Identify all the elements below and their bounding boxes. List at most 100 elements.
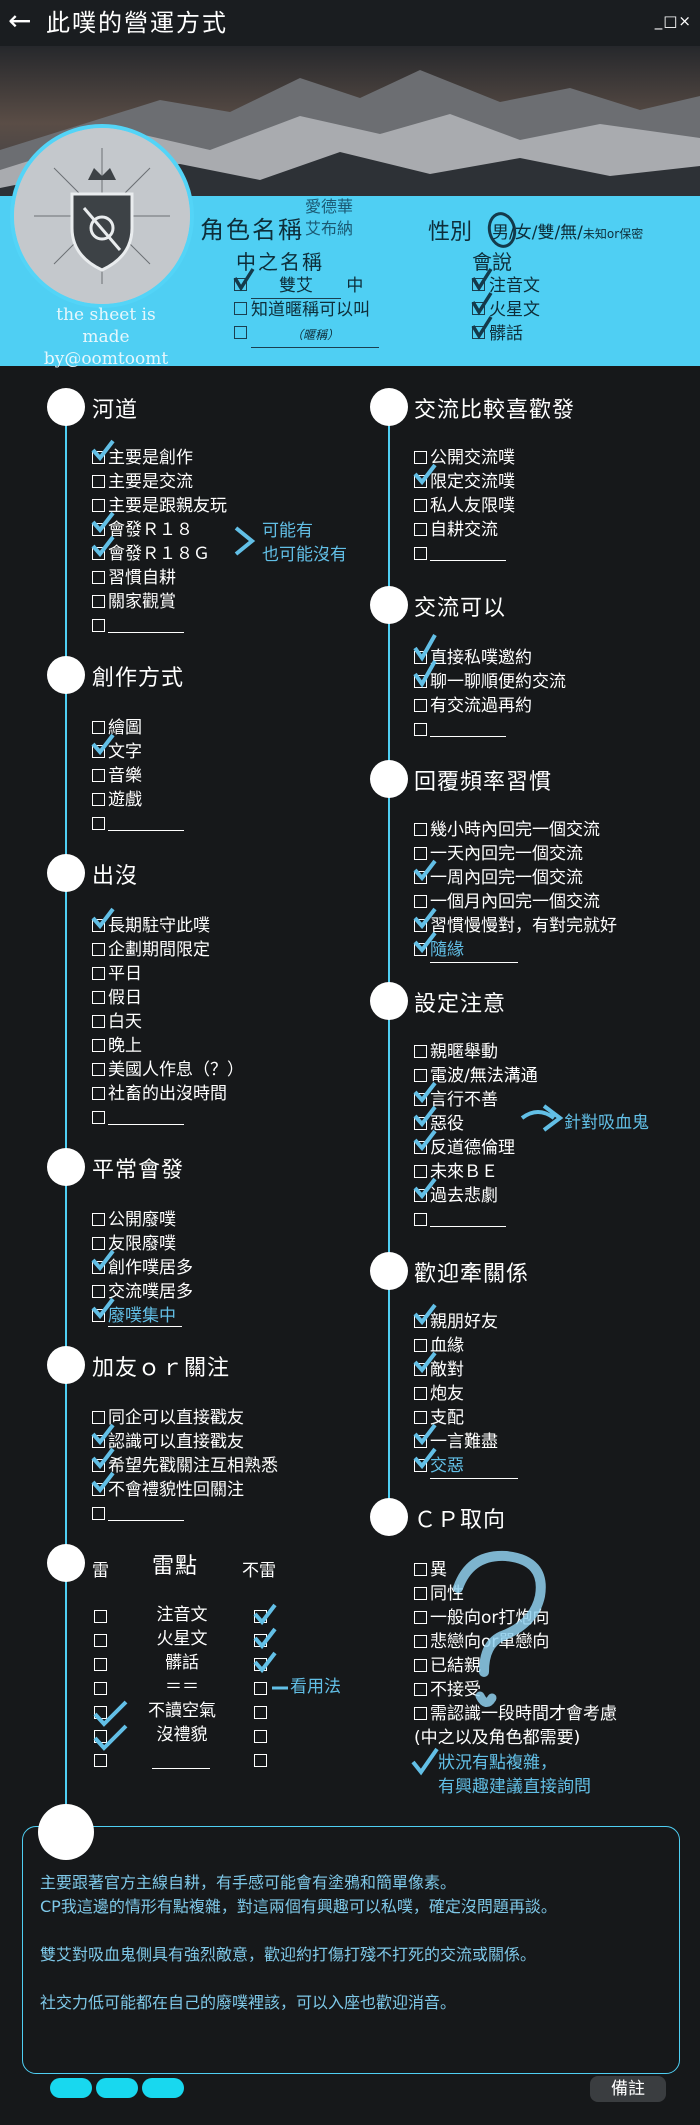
item-label: 長期駐守此噗 xyxy=(108,916,210,936)
item-label: 公開交流噗 xyxy=(430,448,515,468)
section-dot xyxy=(370,982,408,1020)
check-mark-icon xyxy=(91,1447,115,1470)
dash-icon xyxy=(272,1686,288,1690)
check-mark-icon xyxy=(91,1297,115,1320)
chinese-name-row: 雙艾 中 xyxy=(234,274,363,299)
item-label: 過去悲劇 xyxy=(430,1186,498,1206)
item-label: 公開廢噗 xyxy=(108,1210,176,1230)
item-label: 交惡 xyxy=(430,1454,518,1479)
note-line-1: 主要跟著官方主線自耕，有手感可能會有塗鴉和簡單像素。 xyxy=(40,1873,457,1892)
no-trap-checkbox[interactable] xyxy=(254,1682,267,1695)
list-item: 親朋好友 xyxy=(414,1310,498,1334)
item-label: 平日 xyxy=(108,964,142,984)
item-label: 遊戲 xyxy=(108,790,142,810)
check-mark-icon xyxy=(411,1747,439,1776)
check-mark-icon xyxy=(253,1627,277,1650)
cp-note-2: 有興趣建議直接詢問 xyxy=(438,1777,591,1797)
remark-button[interactable]: 備註 xyxy=(590,2076,666,2102)
list-item: 一天內回完一個交流 xyxy=(414,842,583,866)
list-item: 企劃期間限定 xyxy=(92,938,210,962)
window-controls-icon[interactable]: _□× xyxy=(654,12,692,30)
item-label: 反道德倫理 xyxy=(430,1138,515,1158)
item-label: 希望先戳關注互相熟悉 xyxy=(108,1456,278,1476)
nickname-ok-text: 知道暱稱可以叫 xyxy=(251,300,370,320)
section-title-river: 河道 xyxy=(92,398,139,423)
section-title-exchange-ok: 交流可以 xyxy=(414,596,507,621)
item-label: 假日 xyxy=(108,988,142,1008)
list-item: 社畜的出沒時間 xyxy=(92,1082,227,1106)
item-label: 習慣自耕 xyxy=(108,568,176,588)
item-label: 主要是交流 xyxy=(108,472,193,492)
check-mark-icon xyxy=(91,733,115,756)
section-title-trap: 雷點 xyxy=(152,1554,199,1579)
no-trap-checkbox[interactable] xyxy=(254,1706,267,1719)
trap-checkbox[interactable] xyxy=(94,1682,107,1695)
check-mark-icon xyxy=(91,907,115,930)
item-label: 惡役 xyxy=(430,1114,464,1134)
page-pill-3[interactable] xyxy=(142,2078,184,2098)
section-title-add-friend: 加友ｏｒ關注 xyxy=(92,1356,231,1381)
list-item xyxy=(92,1502,184,1526)
item-label: 企劃期間限定 xyxy=(108,940,210,960)
list-item: 白天 xyxy=(92,1010,142,1034)
river-note-1: 可能有 xyxy=(262,521,313,541)
list-item: 需認識一段時間才會考慮 xyxy=(414,1702,617,1726)
section-title-presence: 出沒 xyxy=(92,864,139,889)
list-item: 支配 xyxy=(414,1406,464,1430)
item-label: 聊一聊順便約交流 xyxy=(430,672,566,692)
left-timeline xyxy=(65,408,67,1808)
item-label: 會發Ｒ１８ xyxy=(108,520,193,540)
trap-checkbox[interactable] xyxy=(94,1754,107,1767)
check-mark-icon xyxy=(413,1105,437,1128)
no-trap-checkbox[interactable] xyxy=(254,1730,267,1743)
notes-box xyxy=(22,1826,680,2074)
item-label: 異 xyxy=(430,1560,447,1580)
trap-checkbox[interactable] xyxy=(94,1658,107,1671)
list-item xyxy=(92,1106,184,1130)
list-item: (中之以及角色都需要) xyxy=(414,1726,580,1750)
section-title-welcome-relations: 歡迎牽關係 xyxy=(414,1262,530,1287)
list-item: 言行不善 xyxy=(414,1088,498,1112)
cp-note-1: 狀況有點複雜， xyxy=(438,1753,557,1773)
item-label: 美國人作息（？） xyxy=(108,1060,244,1080)
list-item: 惡役 xyxy=(414,1112,464,1136)
avatar xyxy=(10,124,194,308)
list-item: 血緣 xyxy=(414,1334,464,1358)
item-label: 認識可以直接戳友 xyxy=(108,1432,244,1452)
speak-option-3-label: 髒話 xyxy=(489,324,523,344)
item-label: 不接受 xyxy=(430,1680,481,1700)
list-item: 廢噗集中 xyxy=(92,1304,182,1328)
list-item: 炮友 xyxy=(414,1382,464,1406)
item-label: 繪圖 xyxy=(108,718,142,738)
chinese-name-value: 雙艾 xyxy=(251,274,341,299)
item-label: 友限廢噗 xyxy=(108,1234,176,1254)
page-pill-1[interactable] xyxy=(50,2078,92,2098)
list-item: 限定交流噗 xyxy=(414,470,515,494)
section-dot xyxy=(47,854,85,892)
list-item: 主要是跟親友玩 xyxy=(92,494,227,518)
item-label: 交流噗居多 xyxy=(108,1282,193,1302)
check-mark-icon xyxy=(413,1351,437,1374)
list-item: 一個月內回完一個交流 xyxy=(414,890,600,914)
list-item: 晚上 xyxy=(92,1034,142,1058)
trap-checkbox[interactable] xyxy=(94,1610,107,1623)
speak-option-1-label: 注音文 xyxy=(489,276,540,296)
page-pill-2[interactable] xyxy=(96,2078,138,2098)
list-item: 認識可以直接戳友 xyxy=(92,1430,244,1454)
list-item: 未來ＢＥ xyxy=(414,1160,498,1184)
section-dot xyxy=(370,760,408,798)
chevron-right-icon xyxy=(234,526,256,556)
check-mark-icon xyxy=(413,1303,437,1326)
trap-note: 看用法 xyxy=(290,1677,341,1697)
check-mark-icon xyxy=(91,1249,115,1272)
item-label: (中之以及角色都需要) xyxy=(414,1728,581,1748)
no-trap-checkbox[interactable] xyxy=(254,1754,267,1767)
section-dot xyxy=(370,586,408,624)
check-mark-icon xyxy=(413,1129,437,1152)
back-arrow-icon[interactable]: ← xyxy=(8,4,32,37)
list-item: 敵對 xyxy=(414,1358,464,1382)
trap-checkbox[interactable] xyxy=(94,1634,107,1647)
list-item: 隨緣 xyxy=(414,938,518,963)
item-label: 親朋好友 xyxy=(430,1312,498,1332)
list-item: 音樂 xyxy=(92,764,142,788)
